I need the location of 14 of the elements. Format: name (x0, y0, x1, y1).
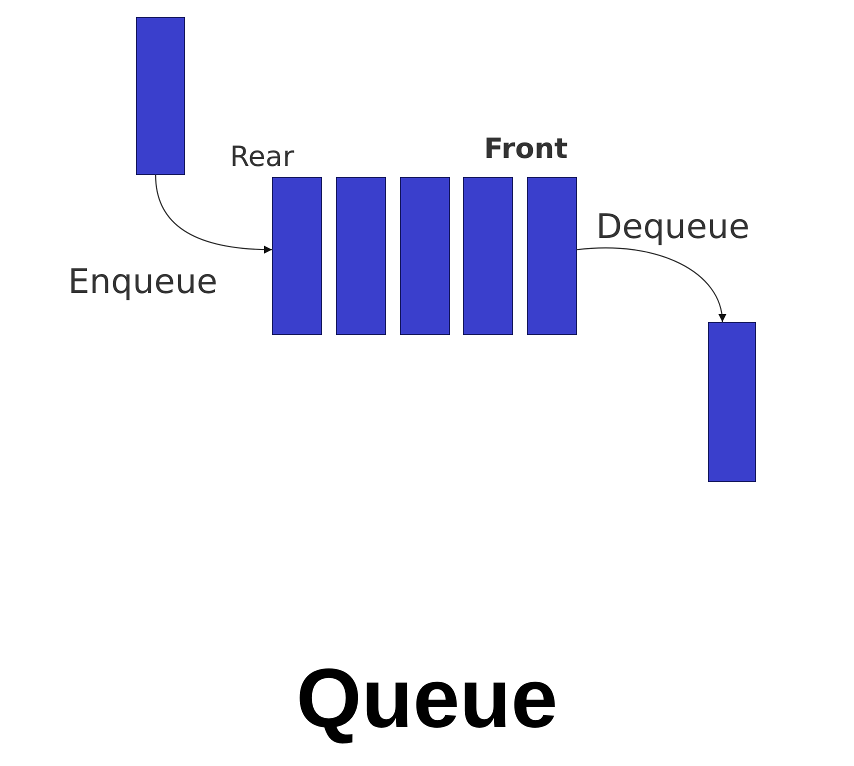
arrow (155, 174, 272, 254)
queue-element-bar (136, 17, 185, 175)
queue-element-bar (708, 322, 756, 482)
queue-element-bar (272, 177, 322, 335)
queue-element-bar (400, 177, 450, 335)
position-label: Rear (230, 140, 294, 173)
queue-element-bar (463, 177, 513, 335)
edge-label: Dequeue (596, 207, 750, 247)
arrow (576, 247, 726, 322)
caption: Queue (295, 650, 559, 747)
queue-element-bar (527, 177, 577, 335)
edge-label: Enqueue (68, 262, 218, 302)
position-label: Front (484, 132, 568, 165)
queue-element-bar (336, 177, 386, 335)
